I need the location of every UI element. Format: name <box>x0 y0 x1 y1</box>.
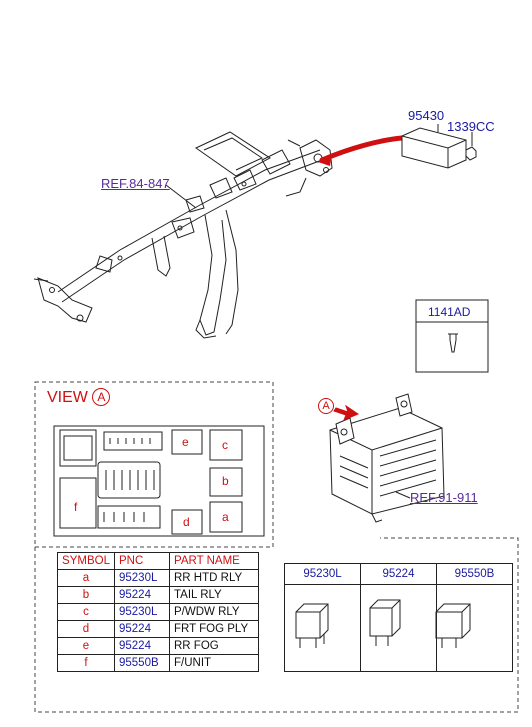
lower-dashed-region <box>34 537 519 713</box>
relay-table-header: 95230L 95224 95550B <box>284 563 513 585</box>
relay-cell-95230l <box>284 584 361 672</box>
arrow-marker-letter: A <box>322 400 330 412</box>
clip-icon <box>448 333 458 353</box>
legend-symbol: d <box>57 620 115 638</box>
table-row: a 95230L RR HTD RLY <box>57 569 259 587</box>
view-a-title: VIEW A <box>47 388 111 407</box>
junction-block <box>329 393 445 523</box>
legend-pnc[interactable]: 95230L <box>114 569 170 587</box>
slot-e: e <box>182 435 189 449</box>
legend-header-symbol: SYMBOL <box>57 552 115 570</box>
relay-pictures-row <box>284 584 513 672</box>
legend-header-part-name: PART NAME <box>169 552 259 570</box>
ref-label-91-911[interactable]: REF.91-911 <box>410 490 478 505</box>
slot-f: f <box>74 500 78 514</box>
relay-header-95224[interactable]: 95224 <box>360 563 437 585</box>
legend-symbol: f <box>57 654 115 672</box>
relay-header-95550b[interactable]: 95550B <box>436 563 513 585</box>
relay-table: 95230L 95224 95550B <box>284 563 513 672</box>
arrow-marker-circle: A <box>318 398 334 414</box>
slot-b: b <box>222 474 229 488</box>
legend-part-name: RR HTD RLY <box>169 569 259 587</box>
view-a-box <box>34 381 274 548</box>
view-marker-letter: A <box>97 390 106 404</box>
relay-pointer-arrow <box>319 135 405 163</box>
table-row: e 95224 RR FOG <box>57 637 259 655</box>
legend-pnc[interactable]: 95550B <box>114 654 170 672</box>
relay-cell-95224 <box>360 584 437 672</box>
legend-symbol: a <box>57 569 115 587</box>
view-marker-circle: A <box>92 388 111 406</box>
table-row: f 95550B F/UNIT <box>57 654 259 672</box>
legend-part-name: FRT FOG PLY <box>169 620 259 638</box>
legend-part-name: TAIL RLY <box>169 586 259 604</box>
legend-pnc[interactable]: 95224 <box>114 637 170 655</box>
slot-d: d <box>183 515 190 529</box>
legend-pnc[interactable]: 95224 <box>114 586 170 604</box>
legend-pnc[interactable]: 95230L <box>114 603 170 621</box>
table-row: b 95224 TAIL RLY <box>57 586 259 604</box>
legend-header-row: SYMBOL PNC PART NAME <box>57 552 259 570</box>
legend-symbol: c <box>57 603 115 621</box>
relay-header-95230l[interactable]: 95230L <box>284 563 361 585</box>
slot-a: a <box>222 510 229 524</box>
view-direction-arrow <box>333 404 360 421</box>
nut-1339cc <box>465 132 477 161</box>
part-label-1141ad[interactable]: 1141AD <box>428 305 471 319</box>
legend-header-pnc: PNC <box>114 552 170 570</box>
table-row: d 95224 FRT FOG PLY <box>57 620 259 638</box>
symbol-legend-table: SYMBOL PNC PART NAME a 95230L RR HTD RLY… <box>57 552 259 672</box>
clip-1141ad-box <box>415 299 489 373</box>
crossmember-assembly <box>33 131 333 339</box>
fuse-box-face <box>53 425 265 537</box>
slot-c: c <box>222 438 228 452</box>
legend-pnc[interactable]: 95224 <box>114 620 170 638</box>
part-label-1339cc[interactable]: 1339CC <box>447 119 495 134</box>
legend-symbol: e <box>57 637 115 655</box>
table-row: c 95230L P/WDW RLY <box>57 603 259 621</box>
legend-part-name: F/UNIT <box>169 654 259 672</box>
legend-part-name: RR FOG <box>169 637 259 655</box>
part-label-95430[interactable]: 95430 <box>408 108 445 123</box>
legend-part-name: P/WDW RLY <box>169 603 259 621</box>
relay-module-95430 <box>401 127 467 169</box>
ref-label-84-847[interactable]: REF.84-847 <box>101 176 170 191</box>
legend-symbol: b <box>57 586 115 604</box>
view-title-text: VIEW <box>47 389 88 406</box>
relay-cell-95550b <box>436 584 513 672</box>
